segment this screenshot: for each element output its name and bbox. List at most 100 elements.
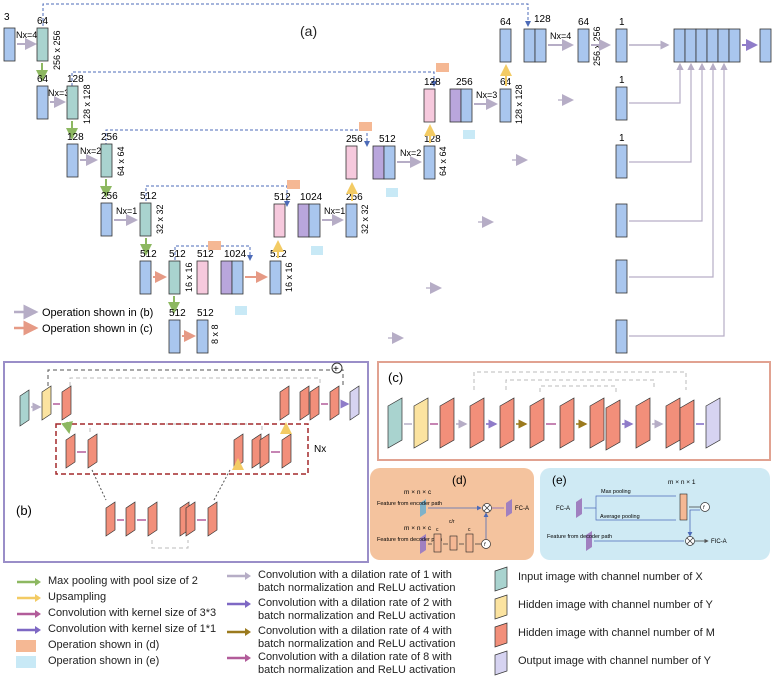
panel-c-m-slab-6 [589,397,605,449]
l1-size: 256 x 256 [52,30,62,70]
encoder-l2-block [66,85,79,120]
legend-conv33-text: Convolution with kernel size of 3*3 [48,607,217,619]
panel-d-sigmoid-glyph: f [484,542,486,548]
encoder-l6-in-block [168,319,181,354]
side5-to-fusion [629,62,717,278]
panel-e-max-pool: Max pooling [601,489,631,495]
panel-d-c-2: c [468,527,471,533]
d4-channels-a: 512 [274,192,291,203]
legend-dil1-line2: batch normalization and ReLU activation [258,582,456,594]
decoder-l4-pink-block [273,203,286,238]
legend-dil2-line1: Convolution with a dilation rate of 2 wi… [258,597,452,609]
panel-e-multiply-x2 [686,537,694,545]
decoder-l3-pink-block [345,145,358,180]
legend-box-m: Hidden image with channel number of M [494,622,715,648]
legend-dil1: Convolution with a dilation rate of 1 wi… [226,569,456,595]
panel-c-output-slab [705,397,721,449]
panel-b-repeat-box [55,423,309,475]
input-image-block [3,27,16,62]
legend-box-y-hidden-text: Hidden image with channel number of Y [518,599,713,611]
panel-b-m-slab-9 [207,501,218,537]
d1-size: 256 x 256 [592,26,602,66]
panel-b-label: (b) [16,503,32,518]
encoder-l3-block [100,143,113,178]
legend-conv11-text: Convolution with kernel size of 1*1 [48,623,217,635]
panel-e-feat-dec: Feature from decoder path [547,534,612,540]
d4-channels-b: 1024 [300,192,323,203]
l5-channels-b: 512 [169,249,186,260]
panel-b-hidden-y-slab [41,385,52,421]
skip-connection-l3 [105,129,370,147]
panel-d-feat-dec: Feature from decoder path [377,537,442,543]
legend-dil8-arrow [227,654,251,662]
panel-b-skip-3 [151,540,189,549]
d2-repeat: Nx=3 [476,90,497,100]
panel-b-nx: Nx [314,444,326,455]
l4-repeat: Nx=1 [116,206,137,216]
input-channels: 3 [4,12,10,23]
d2-size: 128 x 128 [514,84,524,124]
legend-box-m-swatch [494,622,508,648]
panel-b-m-slab-5 [125,501,136,537]
panel-e-label: (e) [552,473,567,487]
d1-channels-a: 64 [500,17,512,28]
panel-b-m-slab-15 [299,385,310,421]
legend-box-y-hidden-swatch [494,594,508,620]
panel-c-label: (c) [388,370,403,385]
decoder-l4-blue-block [308,203,321,238]
d4-out: 256 [346,192,363,203]
panel-d-dims-top: m × n × c [404,489,432,496]
d1-repeat: Nx=4 [550,31,571,41]
panel-b-m-slab-12 [259,433,270,469]
panel-d-enc-slab [420,499,426,517]
side-output-1 [615,28,628,63]
panel-b-m-slab-13 [281,433,292,469]
encoder-l4-in-block [100,202,113,237]
legend-maxpool-arrow [17,578,41,586]
final-output-block [759,28,772,63]
panel-d-out-label: FC-A [515,506,529,512]
panel-b-pool-2 [91,469,107,501]
encoder-l1-block [36,27,49,62]
side-output-3-channels: 1 [619,133,625,144]
legend-dil4-line2: batch normalization and ReLU activation [258,638,456,650]
op-d-marker-d4 [287,180,300,189]
panel-e-sigmoid-icon [700,502,710,512]
l6-channels-a: 512 [169,308,186,319]
legend-dil8-line1: Convolution with a dilation rate of 8 wi… [258,651,452,663]
side-output-3 [615,144,628,179]
side-output-2-channels: 1 [619,75,625,86]
d3-channels-a: 256 [346,134,363,145]
l2-channels-b: 128 [67,74,84,85]
legend-op-d: Operation shown in (d) [16,639,159,652]
op-d-marker-d3 [359,122,372,131]
panel-d-out-slab [506,499,512,517]
legend-upsample: Upsampling [16,591,106,604]
panel-e-avg-path [595,508,676,521]
encoder-l6-block [196,319,209,354]
panel-c-m-slab-7 [605,399,621,451]
d5-size: 16 x 16 [284,262,294,292]
legend-dil2: Convolution with a dilation rate of 2 wi… [226,597,456,623]
legend-box-x: Input image with channel number of X [494,566,703,592]
legend-dil4-line1: Convolution with a dilation rate of 4 wi… [258,625,452,637]
side3-to-fusion [629,62,695,163]
legend-maxpool-text: Max pooling with pool size of 2 [48,575,198,587]
panel-d-sigmoid-icon [481,539,491,549]
side-output-4 [615,203,628,238]
legend-dil4-arrow [227,628,251,636]
d2-channels-b: 256 [456,77,473,88]
legend-box-y-out-swatch [494,650,508,676]
d3-size: 64 x 64 [438,146,448,176]
panel-b-output-slab [349,385,360,421]
legend-conv33-arrow [17,610,41,618]
panel-b-m-slab-2 [65,433,76,469]
op-e-marker-d4 [311,246,323,255]
decoder-l1-in-block [499,28,512,63]
side-output-6 [615,319,628,354]
legend-conv33: Convolution with kernel size of 3*3 [16,607,216,620]
l5-channels-c: 512 [197,249,214,260]
panel-e-avg-pool: Average pooling [600,514,640,520]
panel-b-add-glyph: + [333,364,339,375]
panel-e-conv-block [679,493,688,521]
